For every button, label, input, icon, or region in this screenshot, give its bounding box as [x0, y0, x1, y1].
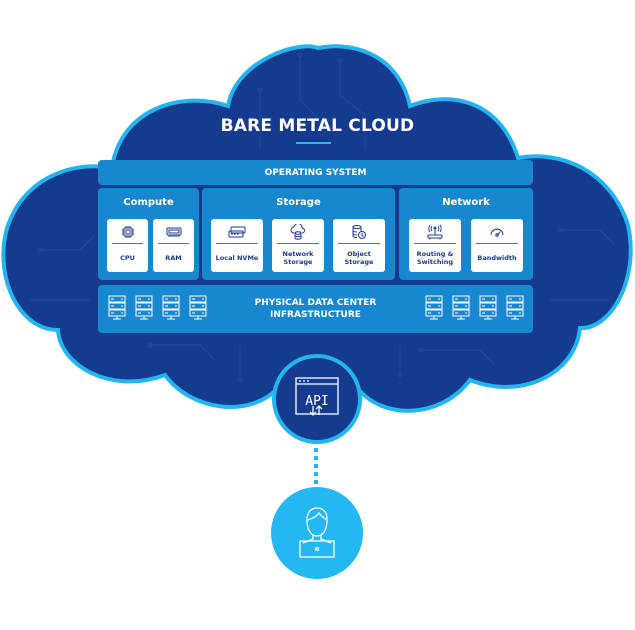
ram-label: RAM: [165, 254, 182, 262]
router-antenna-icon: [427, 224, 443, 239]
storage-title: Storage: [276, 197, 321, 208]
card-local-nvme: Local NVMe: [211, 219, 263, 272]
server-rack-icon: [189, 295, 207, 325]
card-bandwidth: Bandwidth: [471, 219, 523, 272]
operating-system-bar: OPERATING SYSTEM: [98, 160, 533, 185]
storage-group: Storage Local NVMe Network Storage Objec…: [202, 188, 395, 280]
server-rack-icon: [162, 295, 180, 325]
compute-title: Compute: [123, 197, 174, 208]
server-rack-icon: [479, 295, 497, 325]
user-laptop-icon: [299, 507, 335, 558]
cpu-chip-icon: [121, 225, 134, 238]
server-rack-icon: [506, 295, 524, 325]
cloud-database-icon: [290, 223, 305, 240]
api-label: API: [305, 394, 329, 409]
routing-switching-label: Routing & Switching: [416, 250, 454, 266]
user-circle[interactable]: [271, 487, 363, 579]
server-rack-icon: [108, 295, 126, 325]
server-rack-icon: [425, 295, 443, 325]
card-cpu: CPU: [107, 219, 148, 272]
api-circle[interactable]: API: [272, 354, 362, 444]
physical-infrastructure-bar: PHYSICAL DATA CENTER INFRASTRUCTURE: [98, 285, 533, 333]
card-ram: RAM: [153, 219, 194, 272]
network-group: Network Routing & Switching Bandwidth: [399, 188, 533, 280]
object-database-icon: [352, 224, 366, 239]
server-rack-icon: [135, 295, 153, 325]
dotted-connector: [314, 448, 318, 484]
compute-group: Compute CPU RAM: [98, 188, 199, 280]
infrastructure-label: PHYSICAL DATA CENTER INFRASTRUCTURE: [218, 297, 413, 321]
card-routing-switching: Routing & Switching: [409, 219, 461, 272]
local-nvme-label: Local NVMe: [215, 254, 259, 262]
operating-system-label: OPERATING SYSTEM: [264, 167, 367, 178]
infrastructure-label-line2: INFRASTRUCTURE: [270, 310, 361, 320]
title-underline: [296, 142, 331, 144]
speedometer-icon: [490, 228, 504, 237]
card-network-storage: Network Storage: [272, 219, 324, 272]
circuit-pattern: [30, 52, 616, 383]
infrastructure-label-line1: PHYSICAL DATA CENTER: [254, 298, 377, 308]
cpu-label: CPU: [120, 254, 135, 262]
network-storage-label: Network Storage: [282, 250, 314, 266]
nvme-drive-icon: [228, 226, 246, 237]
network-title: Network: [442, 197, 490, 208]
object-storage-label: Object Storage: [344, 250, 374, 266]
diagram-title: BARE METAL CLOUD: [220, 116, 415, 136]
card-object-storage: Object Storage: [333, 219, 385, 272]
ram-module-icon: [166, 227, 181, 237]
api-window-icon: [295, 377, 339, 416]
bandwidth-label: Bandwidth: [477, 254, 517, 262]
server-rack-icon: [452, 295, 470, 325]
